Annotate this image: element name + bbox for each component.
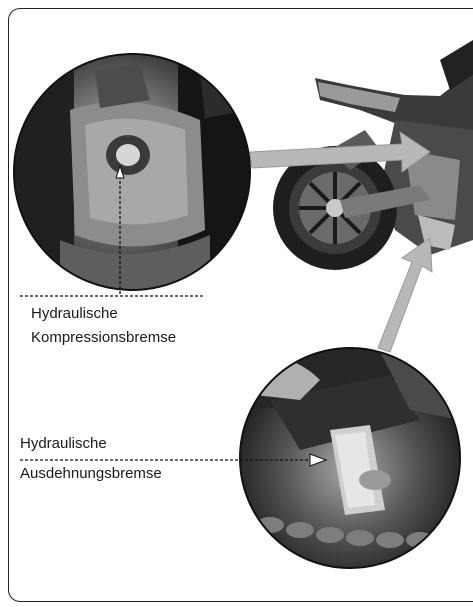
- compression-label-line2: Kompressionsbremse: [31, 327, 176, 349]
- compression-label-line1: Hydraulische: [31, 303, 118, 325]
- compression-detail-photo: [14, 54, 258, 294]
- rebound-label-line1: Hydraulische: [20, 433, 107, 455]
- rebound-label-line2: Ausdehnungsbremse: [20, 463, 162, 485]
- rebound-detail-photo: [240, 348, 460, 568]
